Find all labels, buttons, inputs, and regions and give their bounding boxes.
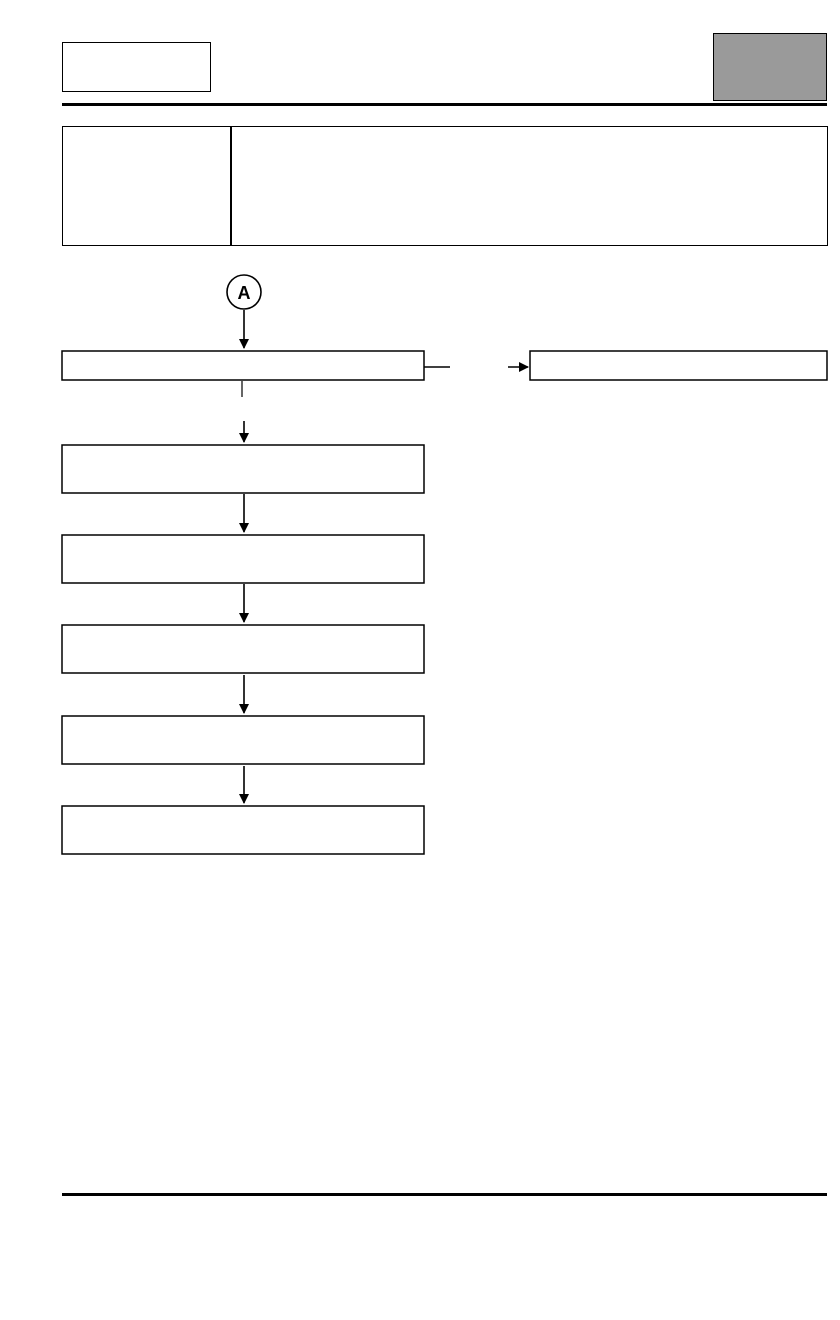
footer-text <box>62 1205 827 1225</box>
info-table <box>62 126 828 246</box>
section-tab <box>713 33 827 101</box>
header-title-box <box>62 42 211 92</box>
connector-a: A <box>226 274 262 310</box>
footer-rule <box>62 1193 827 1196</box>
step-6-box <box>61 805 425 855</box>
step-2-box <box>61 444 425 494</box>
step-1-box <box>61 350 425 381</box>
connector-circle <box>226 274 262 310</box>
step-4-box <box>61 624 425 674</box>
header-rule <box>62 103 827 106</box>
step-5-box <box>61 715 425 765</box>
info-table-left-cell <box>63 127 232 245</box>
side-step-box <box>529 350 828 381</box>
connector-label: A <box>238 283 251 303</box>
step-3-box <box>61 534 425 584</box>
